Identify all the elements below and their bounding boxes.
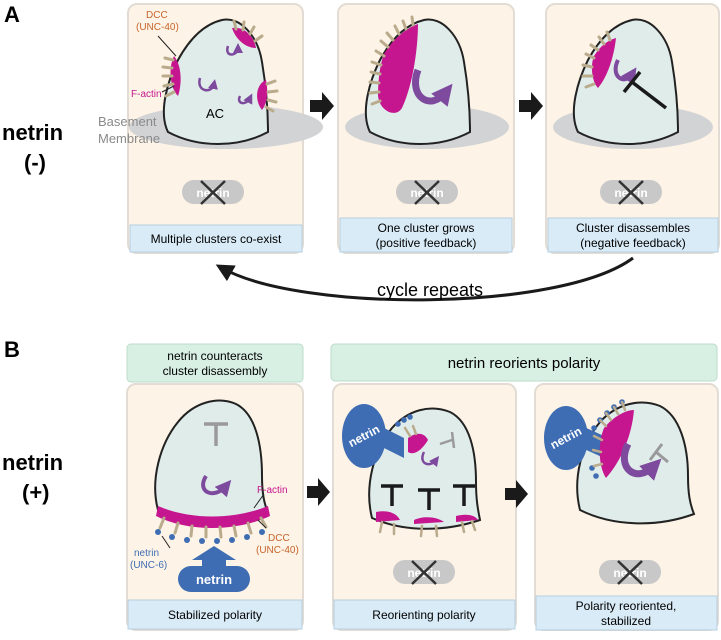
dcc-spikes-a1 [161,19,279,113]
inhibition-bar-icon [381,484,475,510]
dcc-spikes-b3 [591,400,627,468]
header-box [126,343,304,383]
caption-a2-line2: (positive feedback) [376,236,477,250]
netrin-absent-icon: netrin [600,180,662,205]
panel-a1-cell-group [129,18,323,149]
label-membrane: Membrane [98,131,160,146]
panel-a-letter: A [4,2,20,27]
caption-box [333,599,516,630]
caption-a3-line1: Cluster disassembles [576,221,690,235]
header-b2: netrin reorients polarity [448,355,601,372]
feedback-arrow-a1-right [237,93,253,105]
dcc-pointer [157,35,177,57]
panel-b2-cell-group [342,404,482,538]
netrin-dots-b1 [155,529,265,544]
panel-a-condition-line1: netrin [2,120,63,145]
label-ac: AC [206,106,224,121]
panel-a3-cell-group [553,18,713,149]
inhibition-bar-icon [439,431,456,449]
inhibition-bar-icon [648,443,669,464]
step-arrow-icon [307,478,330,506]
caption-b2: Reorienting polarity [372,608,475,622]
positive-feedback-arrow [412,68,453,107]
caption-a3-line2: (negative feedback) [580,236,685,250]
panel-b-condition-line2: (+) [22,480,50,505]
netrin-pointer-b [161,535,171,549]
label-unc6-b: (UNC-6) [130,560,167,571]
netrin-pill-label: netrin [196,572,232,587]
inhibition-bar-icon [622,70,668,110]
factin-basal-band [156,506,270,528]
dcc-spikes-a3 [581,30,612,89]
caption-b3-line1: Polarity reoriented, [576,599,677,613]
label-unc40-a: (UNC-40) [136,22,179,33]
factin-pointer-b [253,493,265,509]
panel-a2-cell-group [345,15,509,149]
inhibition-bar-icon [204,422,228,446]
netrin-cloud-icon [342,404,386,468]
positive-feedback-arrow [201,474,232,498]
feedback-arrow-a1-top [226,43,243,56]
netrin-absent-icon: netrin [599,560,661,585]
factin-cluster-large [378,24,418,113]
netrin-dots-b2 [395,414,413,427]
caption-a1: Multiple clusters co-exist [151,232,282,246]
label-dcc-a: DCC [146,10,168,21]
header-b1-line1: netrin counteracts [167,349,262,363]
panel-b1-cell-group [154,399,270,592]
panel-b-letter: B [4,337,20,362]
label-factin-a: F-actin [131,89,162,100]
step-arrow-icon [310,92,334,120]
header-box [330,343,718,382]
dcc-spikes-a2 [368,15,415,106]
panel-a-condition-line2: (-) [24,150,46,175]
dcc-wedge-icon [380,426,404,458]
netrin-pill-b1 [178,566,250,592]
dcc-spikes-b2-top [403,424,418,438]
caption-box [339,217,513,253]
netrin-absent-icon: netrin [393,560,455,585]
cycle-label: cycle repeats [377,280,483,300]
step-arrow-icon [519,92,543,120]
dcc-pointer-b [257,519,267,529]
netrin-absent-icon: netrin [396,180,458,205]
feedback-arrow-a3 [613,59,637,86]
factin-cluster-right [257,80,268,110]
panel-b-condition-line1: netrin [2,450,63,475]
panel-b3-cell-group [544,399,696,525]
dcc-wedge-icon [582,426,604,458]
caption-box [127,599,303,630]
factin-cluster-top-right [232,27,256,48]
caption-b3-line2: stabilized [601,614,651,628]
label-factin-b: F-actin [257,485,288,496]
dcc-spikes-b2-bottom [378,519,477,538]
factin-pointer [161,85,175,93]
factin-cluster-b2 [408,433,428,454]
cycle-arrow [215,256,634,302]
caption-b1: Stabilized polarity [168,608,262,622]
label-dcc-b: DCC [268,533,290,544]
label-netrin-b: netrin [134,548,159,559]
factin-cluster-large [599,410,634,478]
caption-box [129,224,303,253]
netrin-cloud-icon [544,406,588,470]
step-arrow-icon [505,480,528,508]
caption-a2-line1: One cluster grows [378,221,475,235]
positive-feedback-arrow [421,451,440,468]
netrin-source-arrow [192,546,236,572]
header-b1-line2: cluster disassembly [163,364,268,378]
label-basement: Basement [98,114,157,129]
caption-box [535,595,718,631]
netrin-absent-icon: netrin [182,180,244,205]
caption-box [547,217,719,253]
feedback-arrow-a1-left [198,77,218,92]
positive-feedback-arrow [620,442,662,481]
dcc-spikes-b1 [158,516,268,539]
label-unc40-b: (UNC-40) [256,545,299,556]
